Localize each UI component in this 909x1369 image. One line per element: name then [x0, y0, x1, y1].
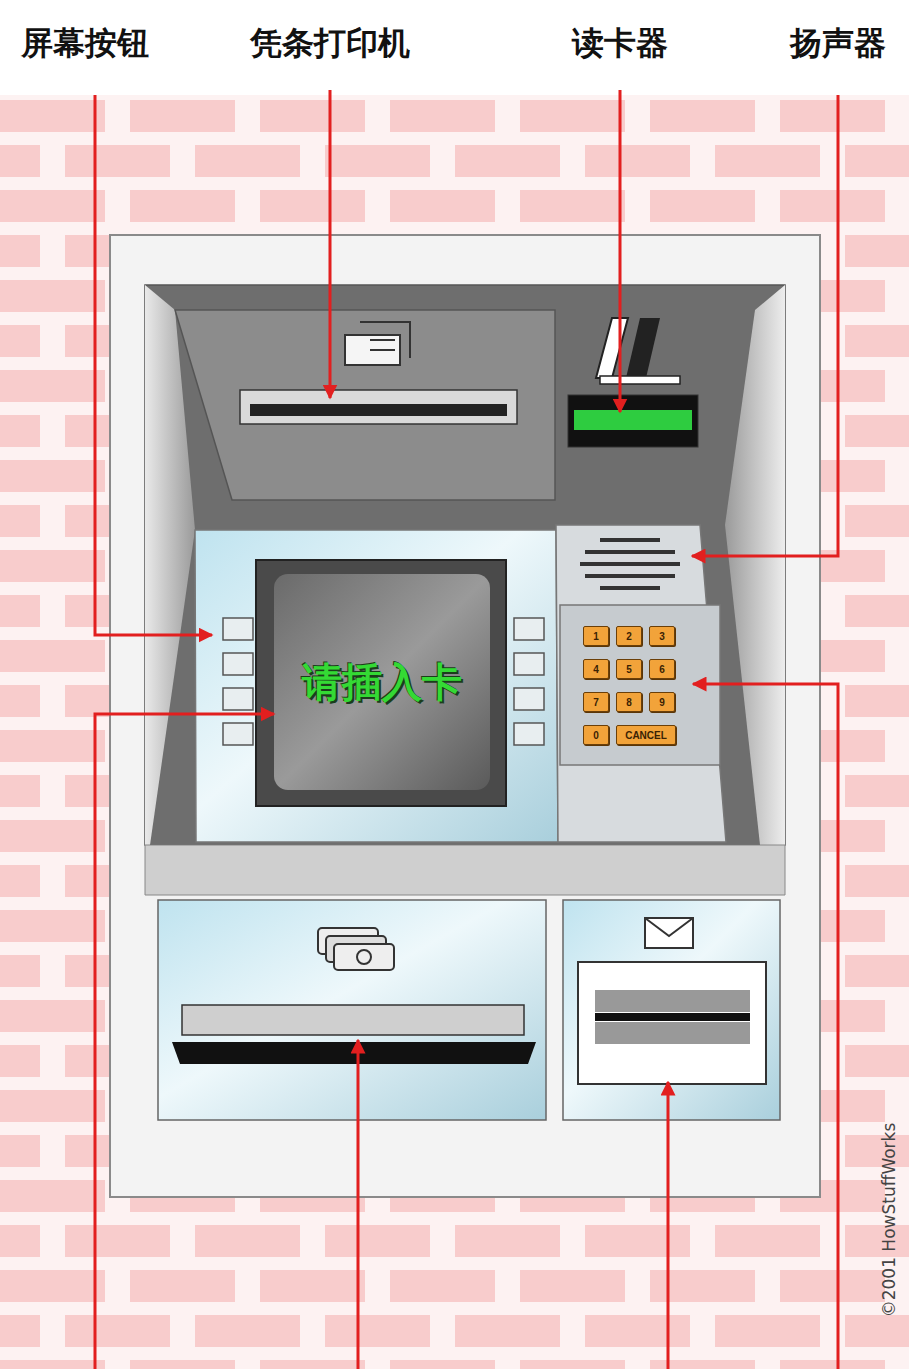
- screen-panel: [195, 530, 558, 842]
- leader-line: [357, 1040, 360, 1369]
- receipt-printer: [250, 404, 507, 416]
- keypad-key: CANCEL: [616, 725, 676, 745]
- cash-dispenser: [158, 900, 546, 1120]
- keypad-key: 1: [583, 626, 609, 646]
- deposit-slot: [645, 918, 693, 948]
- cash-dispenser: [182, 1005, 524, 1035]
- key-label: 4: [593, 664, 599, 675]
- atm-screen: 请插入卡: [274, 574, 490, 790]
- speaker-grille: [580, 540, 680, 588]
- key-label: 0: [593, 730, 599, 741]
- screen-button: [514, 618, 544, 640]
- speaker-grille: [580, 562, 680, 566]
- part-name: 凭条打印机: [250, 22, 410, 66]
- key-label: 2: [626, 631, 632, 642]
- screen-button: [223, 723, 253, 745]
- shelf: [145, 845, 785, 895]
- part-name: 扬声器: [790, 22, 886, 66]
- screen-message: 请插入卡: [302, 660, 462, 704]
- screen-button: [223, 688, 253, 710]
- cash-dispenser: [158, 900, 546, 1120]
- key-label: 5: [626, 664, 632, 675]
- screen-button: [514, 653, 544, 675]
- speaker-grille: [585, 574, 675, 578]
- part-name: 读卡器: [572, 22, 668, 66]
- cash-dispenser: [334, 944, 394, 970]
- key-label: 6: [659, 664, 665, 675]
- leader-line: [692, 95, 838, 556]
- card-reader: [568, 318, 698, 447]
- atm-housing: [110, 235, 820, 1197]
- brick-wall: [0, 0, 909, 95]
- shelf: [145, 845, 785, 895]
- deposit-slot: [595, 1022, 750, 1044]
- keypad-key: 6: [649, 659, 675, 679]
- leader-line: [95, 95, 212, 635]
- receipt-printer: [175, 310, 555, 500]
- receipt-printer: [240, 390, 517, 424]
- leader-line: [693, 684, 838, 1369]
- key-label: 8: [626, 697, 632, 708]
- leader-line: [667, 1082, 670, 1369]
- card-reader: [596, 318, 628, 378]
- card-reader: [568, 395, 698, 447]
- key-label: 7: [593, 697, 599, 708]
- receipt-printer: [175, 310, 555, 500]
- cash-dispenser: [357, 950, 371, 964]
- cash-dispenser: [172, 1042, 536, 1064]
- screen-button: [223, 618, 253, 640]
- atm-housing: [145, 285, 195, 845]
- keypad-key: 9: [649, 692, 675, 712]
- screen-button: [223, 653, 253, 675]
- keypad-key: 3: [649, 626, 675, 646]
- key-label: CANCEL: [625, 730, 667, 741]
- deposit-slot: [595, 1013, 750, 1021]
- atm-housing: [110, 235, 820, 1197]
- deposit-slot: [595, 990, 750, 1012]
- leader-line: [95, 90, 838, 1369]
- leader-line: [329, 90, 332, 398]
- screen-button: [514, 688, 544, 710]
- key-label: 9: [659, 697, 665, 708]
- keypad-key: 5: [616, 659, 642, 679]
- card-reader: [600, 376, 680, 384]
- watermark: ©2001 HowStuffWorks: [879, 1123, 899, 1318]
- brick-wall: [0, 95, 909, 1369]
- screen-button: [514, 723, 544, 745]
- atm-housing: [725, 285, 785, 845]
- leader-line: [619, 90, 622, 412]
- keypad-key: 2: [616, 626, 642, 646]
- card-reader: [574, 410, 692, 430]
- keypad-key: 7: [583, 692, 609, 712]
- atm-housing: [145, 285, 785, 845]
- screen-button: [223, 618, 544, 745]
- screen-panel: [274, 574, 490, 790]
- deposit-slot: [578, 962, 766, 1084]
- key-label: 1: [593, 631, 599, 642]
- deposit-slot: [645, 918, 693, 936]
- screen-panel: [195, 530, 558, 842]
- deposit-slot: [563, 900, 780, 1120]
- deposit-slot: [563, 900, 780, 1120]
- part-name: 屏幕按钮: [21, 22, 149, 66]
- screen-panel: [256, 560, 506, 806]
- speaker-grille: [600, 538, 660, 542]
- speaker-grille: [600, 586, 660, 590]
- speaker-grille: [585, 550, 675, 554]
- keypad-key: 4: [583, 659, 609, 679]
- key-label: 3: [659, 631, 665, 642]
- keypad-key: 8: [616, 692, 642, 712]
- leader-line: [95, 714, 274, 1369]
- keypad-key: 0: [583, 725, 609, 745]
- card-reader: [626, 318, 660, 378]
- receipt-printer: [360, 322, 410, 358]
